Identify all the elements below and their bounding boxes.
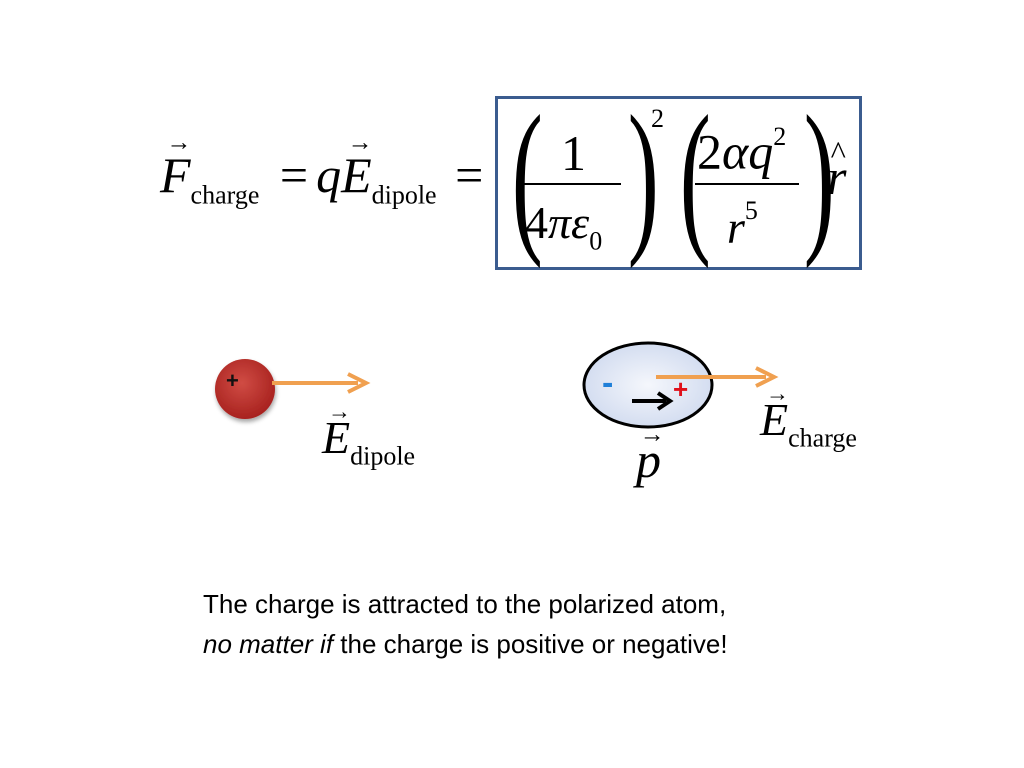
charge-field-label-symbol: E [760, 392, 788, 448]
dipole-field-arrow [272, 372, 371, 394]
atom-minus-sign: - [602, 364, 614, 402]
four-digit: 4 [525, 197, 548, 248]
charge-field-label-subscript: charge [788, 423, 857, 453]
denominator-2: r5 [727, 196, 758, 253]
epsilon-symbol: ε [571, 197, 590, 248]
numerator-q-symbol: q [748, 123, 774, 180]
charge-sphere [215, 359, 275, 419]
dipole-field-label-subscript: dipole [350, 441, 416, 471]
left-paren-2: ( [679, 81, 711, 269]
force-symbol: F [160, 140, 191, 210]
pi-symbol: π [548, 197, 572, 248]
charge-sign: + [226, 368, 239, 393]
two-digit: 2 [697, 123, 722, 180]
dipole-field-label: Edipole [322, 410, 415, 485]
caption-line-1: The charge is attracted to the polarized… [203, 589, 727, 619]
dipole-moment-arrow [632, 391, 674, 411]
dipole-field-label-symbol: E [322, 410, 350, 466]
q-exponent: 2 [773, 122, 787, 151]
positive-charge [215, 359, 275, 419]
alpha-symbol: α [722, 123, 749, 180]
equals-sign-1: = [279, 147, 309, 203]
fraction-bar-1 [523, 183, 621, 185]
equals-sign-2: = [455, 147, 484, 203]
atom-plus-sign: + [673, 374, 689, 404]
result-box [495, 96, 862, 270]
charge-field-arrow [656, 366, 779, 388]
charge-q-symbol: q [316, 147, 342, 203]
force-subscript: charge [190, 180, 260, 210]
caption-line-2-rest: the charge is positive or negative! [333, 629, 728, 659]
caption-emphasis: no matter if [203, 629, 334, 659]
dipole-moment-label: p [636, 432, 661, 488]
force-equation-left: Fcharge =qEdipole = [160, 140, 483, 231]
left-paren-1: ( [511, 81, 543, 269]
fraction-bar-2 [695, 183, 799, 185]
r-symbol: r [727, 201, 745, 253]
caption-line-2: no matter if the charge is positive or n… [203, 624, 983, 664]
r-exponent: 5 [744, 196, 758, 225]
charge-field-label: Echarge [760, 392, 857, 467]
dipole-field-subscript: dipole [371, 180, 437, 210]
caption: The charge is attracted to the polarized… [203, 584, 983, 664]
boxed-expression: ( 1 4πε0 ) 2 ( 2αq2 r5 ) r [495, 90, 862, 270]
right-paren-1: ) [627, 81, 659, 269]
denominator-1: 4πε0 [525, 196, 602, 257]
dipole-field-symbol: E [341, 140, 372, 210]
numerator-one: 1 [561, 125, 586, 181]
outer-exponent: 2 [651, 104, 664, 133]
unit-vector-r: r [827, 148, 846, 206]
numerator-2: 2αq2 [697, 122, 786, 180]
epsilon-subscript: 0 [589, 226, 603, 256]
